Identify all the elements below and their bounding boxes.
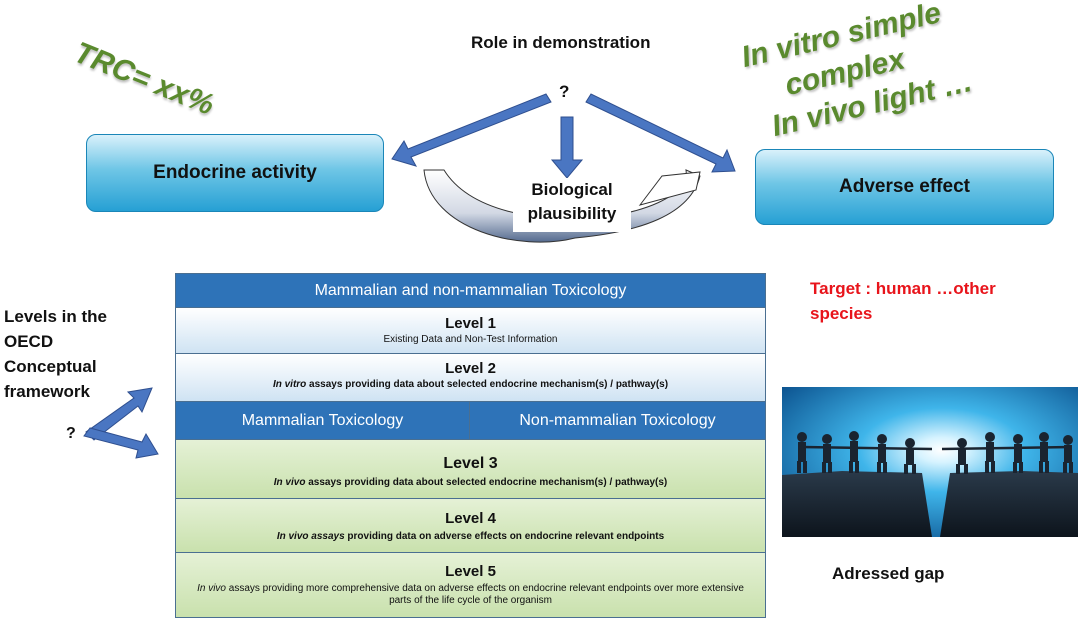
role-label: Role in demonstration <box>471 33 651 52</box>
arrow-down-right-icon <box>83 427 159 459</box>
level-5-desc: assays providing more comprehensive data… <box>226 583 744 606</box>
curve-hook <box>638 171 701 206</box>
bio-line-1: Biological <box>531 180 613 199</box>
target-label: Target : human …other species <box>810 276 996 326</box>
level-3-title: Level 3 <box>443 455 498 472</box>
arrow-right-icon <box>585 93 736 173</box>
arrow-left-icon <box>391 93 552 167</box>
left-arrows <box>83 387 159 459</box>
level-1-title: Level 1 <box>445 315 496 332</box>
top-arrows <box>391 93 736 243</box>
level-4-row: Level 4 In vivo assays providing data on… <box>175 498 766 553</box>
level-4-em: In vivo assays <box>276 531 345 542</box>
levels-question: ? <box>66 425 76 442</box>
level-3-row: Level 3 In vivo assays providing data ab… <box>175 439 766 499</box>
level-2-row: Level 2 In vitro assays providing data a… <box>175 353 766 402</box>
level-1-row: Level 1 Existing Data and Non-Test Infor… <box>175 307 766 354</box>
levels-line-1: Levels in the <box>4 307 107 326</box>
right-cliff <box>940 471 1078 537</box>
levels-label: Levels in the OECD Conceptual framework <box>4 304 107 404</box>
arrow-down-icon <box>550 116 584 179</box>
level-5-title: Level 5 <box>445 563 496 580</box>
gap-photo <box>782 387 1078 537</box>
split-row: Mammalian Toxicology Non-mammalian Toxic… <box>175 401 766 440</box>
level-2-em: In vitro <box>272 379 307 390</box>
split-mammalian: Mammalian Toxicology <box>175 401 470 440</box>
gap-label: Adressed gap <box>832 564 945 583</box>
level-2-title: Level 2 <box>445 360 496 377</box>
split-non-mammalian: Non-mammalian Toxicology <box>469 401 766 440</box>
bio-line-2: plausibility <box>527 204 617 223</box>
endocrine-activity-box: Endocrine activity <box>86 134 384 212</box>
level-4-desc-wrap: In vivo assays providing data on adverse… <box>176 531 765 543</box>
level-2-desc: assays providing data about selected end… <box>306 379 669 390</box>
level-1-desc: Existing Data and Non-Test Information <box>383 334 558 345</box>
level-3-em: In vivo <box>273 477 306 488</box>
levels-line-2: OECD <box>4 332 54 351</box>
target-line-2: species <box>810 304 873 323</box>
adverse-effect-box: Adverse effect <box>755 149 1054 225</box>
bio-plausibility-box: Biological plausibility <box>513 178 631 232</box>
level-2-desc-wrap: In vitro assays providing data about sel… <box>176 379 765 391</box>
target-line-1: Target : human …other <box>810 279 996 298</box>
level-4-desc: providing data on adverse effects on end… <box>344 531 665 542</box>
table-header: Mammalian and non-mammalian Toxicology <box>175 273 766 308</box>
left-cliff <box>782 471 932 537</box>
people-silhouettes <box>797 431 1073 474</box>
level-5-row: Level 5 In vivo assays providing more co… <box>175 552 766 618</box>
level-3-desc-wrap: In vivo assays providing data about sele… <box>176 477 765 489</box>
role-question: ? <box>559 82 570 101</box>
level-5-em: In vivo <box>197 583 226 594</box>
level-5-desc-wrap: In vivo assays providing more comprehens… <box>190 583 751 607</box>
level-3-desc: assays providing data about selected end… <box>305 477 668 488</box>
level-4-title: Level 4 <box>445 510 496 527</box>
levels-line-4: framework <box>4 382 90 401</box>
levels-line-3: Conceptual <box>4 357 97 376</box>
